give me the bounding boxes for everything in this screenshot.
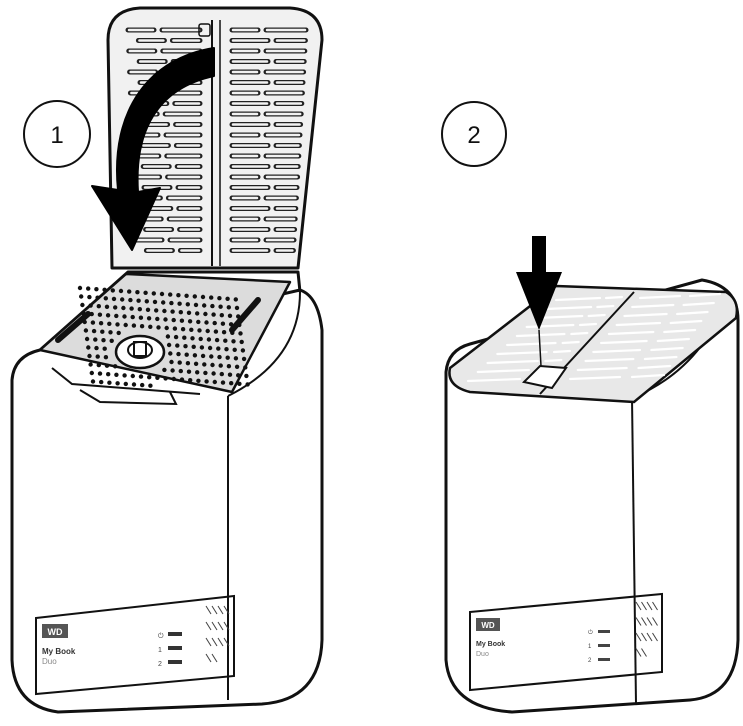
press-arrow (516, 236, 562, 367)
drive-2-led-1 (598, 644, 610, 647)
drive-1-logo-badge (42, 624, 68, 638)
step-1-badge: 1 (23, 100, 91, 168)
drive-2-power-icon: ⏻ (588, 629, 593, 636)
drive-2-led-2 (598, 658, 610, 661)
drive-2-logo-badge (476, 618, 500, 631)
step-2-badge: 2 (441, 101, 507, 167)
drive-1-led-1 (168, 646, 182, 650)
drive-2-model: Duo (476, 651, 489, 658)
open-lid (106, 6, 324, 270)
drive-1-model: Duo (42, 657, 57, 666)
drive-1-power-icon: ⏻ (158, 632, 164, 640)
drive-2-led-power (598, 630, 610, 633)
lid-lock-icon (198, 23, 211, 37)
drive-2-brand: My Book (476, 641, 505, 648)
closing-arrow (91, 47, 215, 251)
drive-1-led-label-1: 1 (158, 647, 162, 654)
drive-2-logo: WD (481, 621, 495, 630)
drive-1-led-power (168, 632, 182, 636)
step-1-number: 1 (50, 122, 63, 149)
drive-1-logo: WD (48, 627, 63, 637)
step-2-group: 2 WD My Book Duo (441, 101, 740, 714)
closed-top-panel (448, 284, 739, 404)
drive-1-led-label-2: 2 (158, 661, 162, 668)
step-2-number: 2 (467, 122, 480, 149)
drive-tray (38, 272, 292, 406)
drive-1-front-panel: WD My Book Duo ⏻ 1 2 (35, 594, 235, 696)
step-1-group: 1 (10, 6, 324, 714)
lid-latch-button (521, 364, 568, 390)
drive-2-front-panel: WD My Book Duo ⏻ 1 2 (469, 592, 663, 692)
drive-2-led-label-1: 1 (588, 644, 592, 650)
drive-1-led-2 (168, 660, 182, 664)
drive-1-brand: My Book (42, 647, 76, 656)
drive-2-led-label-2: 2 (588, 658, 592, 664)
